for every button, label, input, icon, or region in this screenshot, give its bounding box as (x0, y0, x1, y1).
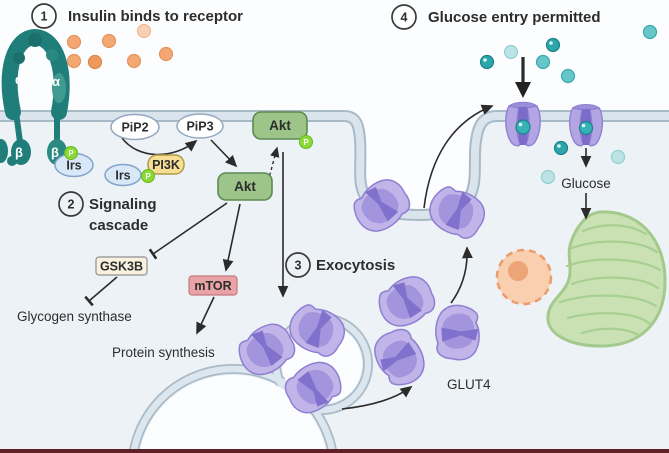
step3-number-circle (285, 252, 311, 278)
akt-membrane-label: Akt (269, 118, 291, 133)
pip3-label: PiP3 (186, 120, 213, 134)
insulin-molecule (126, 53, 142, 69)
step2-number-circle (58, 191, 84, 217)
akt-membrane-node (252, 111, 308, 140)
step4-title: Glucose entry permitted (428, 9, 601, 26)
alpha-subunit-label: α (52, 74, 60, 89)
step4-number-circle (391, 4, 417, 30)
arrow-pip3-to-akt (210, 139, 238, 168)
glut4-transporter (432, 302, 483, 363)
step3-number: 3 (295, 259, 302, 273)
glucose-molecule (610, 149, 626, 165)
irs-label: Irs (66, 159, 81, 173)
bottom-edge-bar (0, 449, 669, 453)
pi3k-node (147, 154, 185, 175)
glucose-molecule (503, 44, 519, 60)
insulin-molecule (101, 33, 117, 49)
glucose-label: Glucose (561, 176, 611, 191)
glucose-molecule (545, 37, 561, 53)
phospho-badge: P (299, 135, 313, 149)
alpha-subunit-label: α (15, 72, 23, 87)
beta-subunit-label: β (51, 145, 59, 160)
step2-number: 2 (68, 198, 75, 212)
phospho-badge: P (64, 146, 78, 160)
glucose-molecule (479, 54, 495, 70)
pi3k-label: PI3K (152, 158, 180, 172)
glucose-molecule (515, 119, 531, 135)
beta-subunit-label: β (15, 145, 23, 160)
gsk3b-label: GSK3B (100, 260, 143, 274)
akt-node (217, 172, 273, 201)
arrow-akt-to-mtor (222, 203, 241, 272)
step-headers: 1 Insulin binds to receptor 2 Signaling … (31, 3, 601, 278)
glucose-molecule (553, 140, 569, 156)
step2-title-line2: cascade (89, 217, 148, 234)
glucose-molecule (578, 120, 594, 136)
orange-organelle (495, 248, 553, 306)
glut4-label: GLUT4 (447, 377, 491, 392)
glucose-molecule (540, 169, 556, 185)
organelle-nucleoid (508, 261, 528, 281)
step1-number: 1 (41, 10, 48, 24)
annotation-labels: Glycogen synthase Protein synthesis GLUT… (17, 176, 611, 392)
insulin-molecule (158, 46, 174, 62)
gsk3b-node (95, 256, 148, 276)
step2-title-line1: Signaling (89, 196, 157, 213)
insulin-molecules (66, 23, 174, 70)
mtor-label: mTOR (194, 279, 231, 293)
phospho-badge: P (141, 169, 155, 183)
glycogen-synthase-label: Glycogen synthase (17, 309, 132, 324)
glucose-molecule (642, 24, 658, 40)
insulin-molecule (87, 54, 103, 70)
akt-label: Akt (234, 179, 256, 194)
step1-number-circle (31, 3, 57, 29)
glucose-molecule (535, 54, 551, 70)
insulin-molecule (66, 53, 82, 69)
glucose-molecules (479, 24, 658, 185)
arrow-mtor-to-protein-synthesis (196, 296, 215, 335)
inhibit-gsk3b-to-glycogen-synthase (84, 276, 118, 307)
pip2-label: PiP2 (121, 121, 148, 135)
pip2-node (110, 113, 160, 141)
inhibit-akt-to-gsk3b (148, 202, 228, 260)
irs-node (104, 163, 142, 187)
mtor-node (188, 275, 238, 296)
insulin-molecule (136, 23, 152, 39)
arrow-pit-to-membrane (423, 104, 494, 209)
mitochondrion (546, 210, 667, 348)
cytoplasm (0, 116, 669, 453)
mitochondrion-cristae (558, 224, 662, 338)
svg-text:P: P (303, 138, 309, 147)
arrow-budding-to-vesicle (341, 385, 413, 410)
step4-number: 4 (401, 11, 408, 25)
insulin-receptor: α α β β (0, 28, 71, 166)
molecule-nodes: PiP2 PiP3 Akt Akt Irs Irs PI3K GSK3B mTO… (54, 111, 313, 296)
glucose-molecule (560, 68, 576, 84)
irs-label: Irs (115, 169, 130, 183)
insulin-molecule (66, 34, 82, 50)
arrow-vesicle-to-pit (450, 246, 473, 304)
step3-title: Exocytosis (316, 257, 395, 274)
pip3-node (176, 113, 224, 139)
step1-title: Insulin binds to receptor (68, 8, 243, 25)
protein-synthesis-label: Protein synthesis (112, 345, 215, 360)
svg-text:P: P (145, 172, 151, 181)
svg-text:P: P (68, 149, 74, 158)
plasma-membrane (0, 110, 669, 222)
